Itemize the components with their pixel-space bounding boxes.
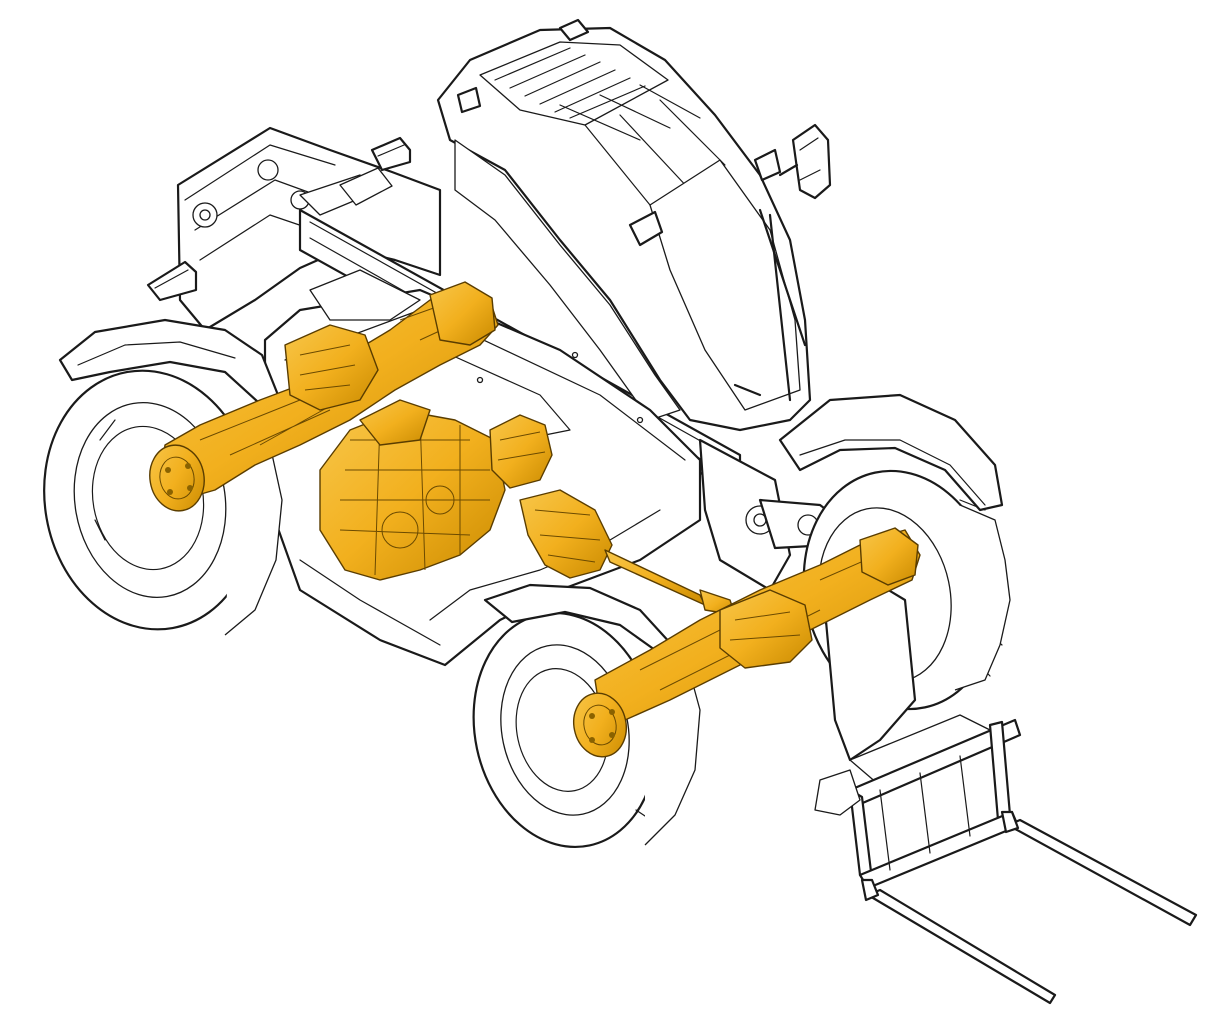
engine [319, 399, 506, 581]
rear-rim-detail [94, 419, 116, 541]
rear-hub-left [149, 444, 205, 512]
fork-carriage [814, 583, 1022, 890]
side-mirror [778, 123, 832, 200]
rear-light-right [370, 136, 412, 172]
rear-light-left [146, 260, 198, 302]
fork-right [1000, 810, 1198, 927]
rear-left-wheel [43, 369, 283, 636]
hydraulic-pump [489, 414, 553, 489]
rear-axle [159, 281, 499, 501]
front-fender-right [778, 393, 1004, 512]
operator-cab [436, 18, 812, 432]
front-hub-left [573, 692, 627, 758]
transmission [519, 489, 613, 579]
front-axle [594, 527, 921, 721]
fork-left [860, 878, 1057, 1005]
